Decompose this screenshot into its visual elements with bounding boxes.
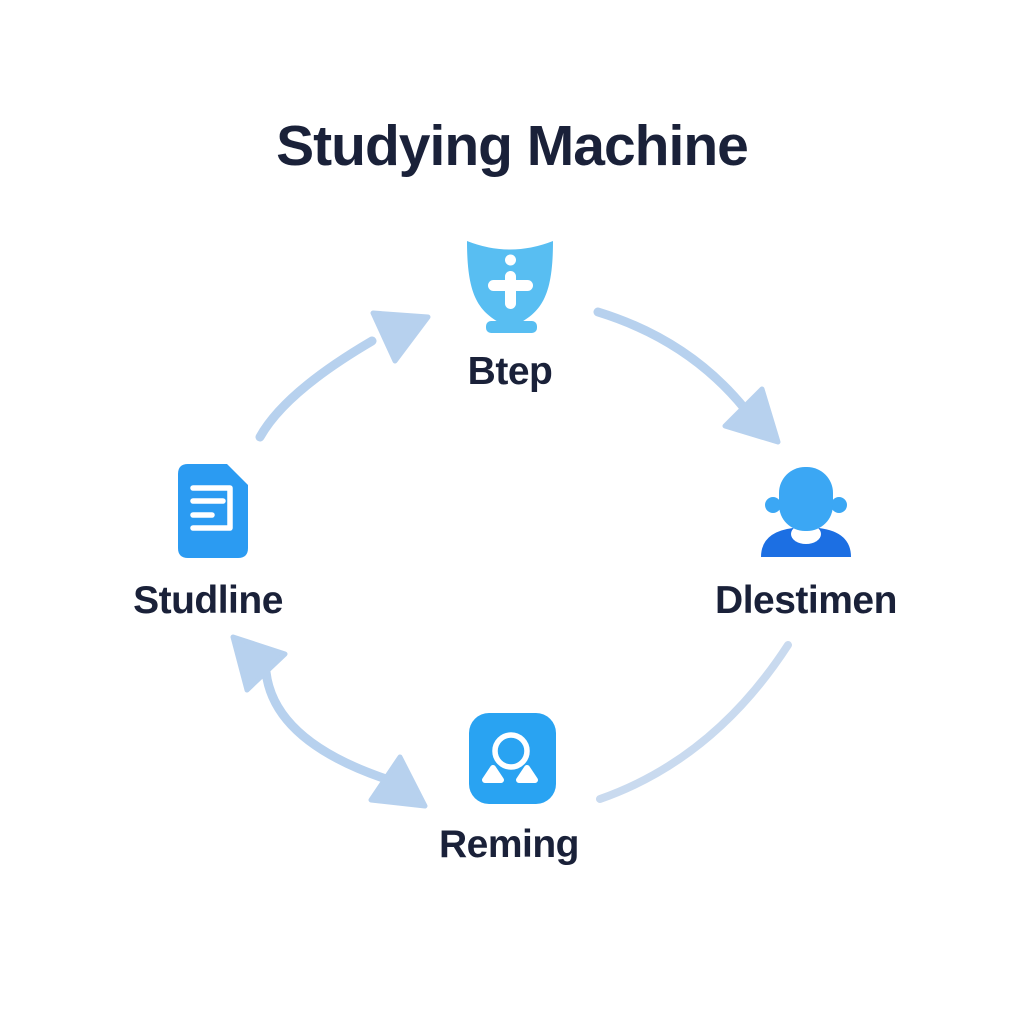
node-label-top: Btep [467, 350, 553, 393]
arrow-bottom-to-left [230, 634, 428, 809]
node-label-right: Dlestimen [715, 579, 897, 622]
page-title: Studying Machine [276, 114, 749, 178]
arrow-left-to-top [255, 310, 431, 442]
arc-right-to-bottom [596, 641, 792, 803]
shield-plus-icon [467, 241, 553, 333]
user-badge-icon [469, 713, 556, 804]
person-icon [761, 467, 851, 557]
node-label-bottom: Reming [438, 823, 580, 866]
document-icon [178, 464, 248, 558]
arrow-top-to-right [593, 307, 781, 445]
node-label-left: Studline [133, 579, 283, 622]
